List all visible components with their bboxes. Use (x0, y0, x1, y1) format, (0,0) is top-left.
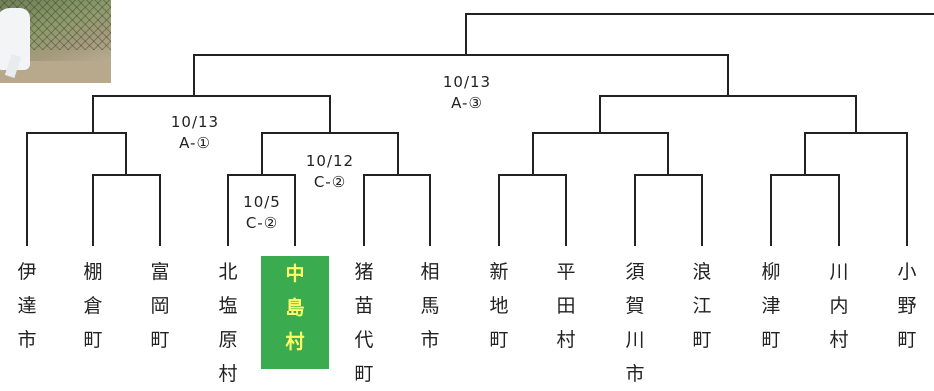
baseball-photo (0, 0, 111, 83)
team-name-char: 地 (489, 295, 509, 317)
team-name-char: 野 (897, 295, 917, 317)
team-name-char: 苗 (354, 295, 374, 317)
bracket-line (498, 174, 567, 246)
team-name-char: 島 (285, 297, 305, 319)
match-code: A-① (179, 134, 211, 152)
team-name-char: 浪 (692, 261, 712, 283)
bracket-line (804, 132, 908, 246)
match-date: 10/13 (442, 73, 492, 91)
team-name-char: 小 (897, 261, 917, 283)
team-name: 浪江町 (687, 255, 717, 357)
team-name-char: 新 (489, 261, 509, 283)
team-name: 富岡町 (145, 255, 175, 357)
team-name-char: 中 (285, 263, 305, 285)
team-name-char: 町 (692, 329, 712, 351)
match-label: 10/13 A-① (150, 112, 240, 154)
team-name: 伊達市 (12, 255, 42, 357)
team-name: 猪苗代町 (349, 255, 379, 391)
bracket-line (92, 95, 331, 134)
team-name-char: 町 (150, 329, 170, 351)
bracket-line (92, 174, 161, 246)
team-name-char: 市 (17, 329, 37, 351)
match-date: 10/13 (170, 113, 220, 131)
team-name-char: 平 (556, 261, 576, 283)
team-name-char: 町 (83, 329, 103, 351)
team-name: 須賀川市 (620, 255, 650, 391)
team-name: 柳津町 (756, 255, 786, 357)
team-name-char: 田 (556, 295, 576, 317)
team-name-char: 江 (692, 295, 712, 317)
match-date: 10/5 (243, 193, 281, 211)
team-name: 新地町 (484, 255, 514, 357)
match-date: 10/12 (305, 152, 355, 170)
bracket-line (634, 174, 703, 246)
team-name-char: 棚 (83, 261, 103, 283)
team-name-char: 町 (897, 329, 917, 351)
team-name-char: 達 (17, 295, 37, 317)
match-code: A-③ (451, 94, 483, 112)
team-name-char: 代 (354, 329, 374, 351)
team-name-char: 村 (285, 331, 305, 353)
team-name: 平田村 (551, 255, 581, 357)
team-name-char: 塩 (218, 295, 238, 317)
team-name-highlighted: 中島村 (261, 256, 329, 369)
bracket-line (26, 132, 127, 246)
team-name-char: 川 (829, 261, 849, 283)
team-name-char: 内 (829, 295, 849, 317)
team-name-char: 原 (218, 329, 238, 351)
team-name-char: 富 (150, 261, 170, 283)
team-name-char: 川 (625, 329, 645, 351)
team-name-char: 猪 (354, 261, 374, 283)
team-name-char: 町 (354, 363, 374, 385)
team-name: 川内村 (824, 255, 854, 357)
match-label: 10/13 A-③ (422, 72, 512, 114)
team-name-char: 村 (829, 329, 849, 351)
team-name-char: 倉 (83, 295, 103, 317)
match-code: C-② (245, 214, 279, 232)
match-code: C-② (313, 173, 347, 191)
match-label: 10/5 C-② (217, 192, 307, 234)
bracket-line (532, 132, 669, 176)
team-name: 北塩原村 (213, 255, 243, 391)
team-name-char: 津 (761, 295, 781, 317)
team-name-char: 須 (625, 261, 645, 283)
tournament-bracket (26, 13, 934, 246)
team-name: 相馬市 (415, 255, 445, 357)
team-name-char: 伊 (17, 261, 37, 283)
team-name: 棚倉町 (78, 255, 108, 357)
bracket-line (193, 54, 729, 97)
team-name-char: 市 (625, 363, 645, 385)
match-label: 10/12 C-② (285, 151, 375, 193)
team-name-char: 村 (556, 329, 576, 351)
team-name-char: 馬 (420, 295, 440, 317)
team-name-char: 岡 (150, 295, 170, 317)
team-name-char: 町 (489, 329, 509, 351)
team-name-char: 相 (420, 261, 440, 283)
team-name-char: 村 (218, 363, 238, 385)
team-name-char: 市 (420, 329, 440, 351)
team-name-char: 柳 (761, 261, 781, 283)
team-name-char: 町 (761, 329, 781, 351)
bracket-line (770, 174, 840, 246)
team-name-char: 北 (218, 261, 238, 283)
bracket-line (599, 95, 857, 134)
team-name: 小野町 (892, 255, 922, 357)
bracket-line (465, 13, 934, 56)
team-name-char: 賀 (625, 295, 645, 317)
